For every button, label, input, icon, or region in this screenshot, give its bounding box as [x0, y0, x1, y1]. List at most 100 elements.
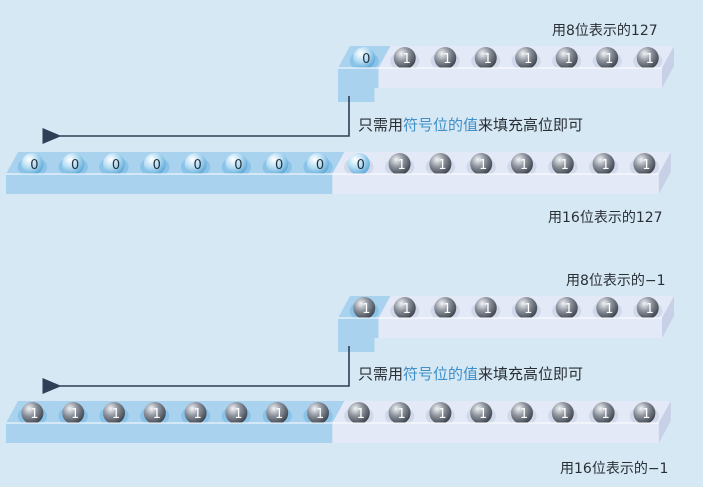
bit-ball: [515, 297, 538, 319]
bit-value: 1: [71, 407, 79, 422]
sign-fill-arrow: [42, 96, 350, 144]
bit-value: 1: [605, 52, 613, 67]
tray-front-value: [332, 174, 659, 194]
bit-value: 1: [646, 302, 654, 317]
tray-top-sign: [6, 401, 345, 423]
bit-ball: [393, 47, 416, 69]
arrows: [42, 96, 350, 394]
bit-ball: [511, 402, 533, 424]
bit-value: 1: [443, 52, 451, 67]
bit-ball: [429, 153, 452, 175]
bit-ball: [103, 153, 125, 175]
source-label-127: 用8位表示的127: [552, 23, 658, 39]
note-neg1: 只需用符号位的值来填充高位即可: [358, 363, 583, 384]
bit-ball: [103, 402, 125, 424]
sign-bit-tab: [338, 338, 375, 352]
bit-value: 0: [316, 158, 324, 173]
bit-value: 0: [71, 158, 79, 173]
bit-ball: [633, 153, 656, 175]
bit-value: 1: [642, 158, 650, 173]
bit-ball: [62, 402, 85, 424]
bit-value: 1: [524, 302, 532, 317]
bit-value: 1: [30, 407, 38, 422]
bit-ball: [225, 402, 248, 424]
bit-ball: [21, 402, 44, 424]
bit-ball: [225, 153, 248, 175]
bit-value: 0: [234, 158, 242, 173]
bit-ball: [470, 153, 493, 175]
bit-value: 1: [234, 407, 242, 422]
bit-value: 1: [112, 407, 120, 422]
sign-bit-tab: [338, 88, 375, 102]
bit-value: 0: [275, 158, 283, 173]
bit-value: 1: [646, 52, 654, 67]
bit-value: 1: [565, 52, 573, 67]
bit-ball: [184, 402, 207, 424]
bit-ball: [474, 47, 497, 69]
bit-ball: [555, 297, 578, 319]
bit-value: 1: [438, 407, 446, 422]
bit-ball: [347, 402, 370, 424]
bit-ball: [596, 47, 619, 69]
tray-side: [662, 46, 674, 88]
bit-ball: [555, 47, 578, 69]
bit-value: 1: [397, 158, 405, 173]
bit-ball: [511, 153, 533, 175]
source-label-neg1: 用8位表示的−1: [566, 273, 666, 289]
bit-ball: [470, 402, 493, 424]
note-127: 只需用符号位的值来填充高位即可: [358, 114, 583, 135]
bit-ball: [633, 402, 656, 424]
target-label-neg1: 用16位表示的−1: [560, 461, 669, 477]
tray-front-sign: [338, 318, 379, 338]
note-post: 来填充高位即可: [478, 365, 584, 383]
bit-value: 1: [443, 302, 451, 317]
bit-value: 1: [403, 302, 411, 317]
bit-ball: [266, 402, 289, 424]
tray-front-value: [378, 318, 662, 338]
bit-ball: [62, 153, 85, 175]
bit-value: 1: [484, 302, 492, 317]
bit-ball: [143, 153, 166, 175]
bit-value: 1: [601, 407, 609, 422]
bit-value: 1: [275, 407, 283, 422]
tray-top-value: [332, 152, 671, 174]
tray-side: [658, 401, 671, 443]
bit-value: 1: [316, 407, 324, 422]
sign-fill-arrow: [42, 346, 350, 394]
bit-value: 0: [153, 158, 161, 173]
bit-value: 1: [403, 52, 411, 67]
bit-value: 1: [153, 407, 161, 422]
bit-ball: [636, 47, 659, 69]
bit-value: 1: [520, 158, 528, 173]
bit-ball: [21, 153, 44, 175]
bit-value: 1: [561, 158, 569, 173]
bit-ball: [388, 402, 411, 424]
bit-value: 1: [357, 407, 365, 422]
bit-ball: [429, 402, 452, 424]
bit-ball: [636, 297, 659, 319]
bit-value: 1: [479, 158, 487, 173]
bit-ball: [266, 153, 289, 175]
bit-value: 1: [561, 407, 569, 422]
bit-value: 1: [479, 407, 487, 422]
bit-value: 1: [484, 52, 492, 67]
note-pre: 只需用: [358, 365, 404, 383]
bit-value: 1: [520, 407, 528, 422]
note-highlight: 符号位的值: [403, 365, 479, 383]
bit-value: 1: [642, 407, 650, 422]
tray-front-sign: [6, 174, 333, 194]
bit-ball: [388, 153, 411, 175]
bit-value: 1: [397, 407, 405, 422]
bit-value: 1: [605, 302, 613, 317]
bit-value: 0: [193, 158, 201, 173]
tray-front-value: [332, 423, 659, 443]
bit-ball: [474, 297, 497, 319]
tray-side: [658, 152, 671, 194]
note-post: 来填充高位即可: [478, 116, 584, 134]
bit-value: 0: [30, 158, 38, 173]
bit-value: 0: [112, 158, 120, 173]
